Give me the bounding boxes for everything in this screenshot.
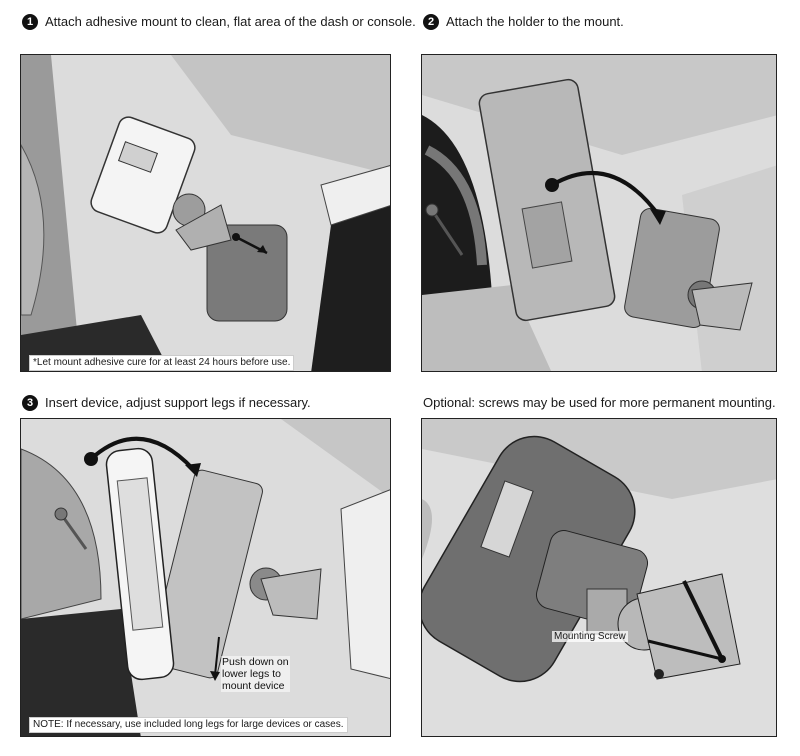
panel-optional-illustration: Mounting Screw: [421, 418, 777, 737]
panel-step-3-illustration: Push down on lower legs to mount device …: [20, 418, 391, 737]
panel-3-note: NOTE: If necessary, use included long le…: [29, 717, 348, 733]
push-down-callout-line-3: mount device: [221, 680, 290, 692]
step-1-drawing: [21, 55, 390, 371]
step-1-header: 1 Attach adhesive mount to clean, flat a…: [22, 14, 416, 30]
panel-step-1-illustration: *Let mount adhesive cure for at least 24…: [20, 54, 391, 372]
push-down-callout-line-2: lower legs to: [221, 668, 290, 680]
optional-header: Optional: screws may be used for more pe…: [423, 395, 776, 411]
step-3-text: Insert device, adjust support legs if ne…: [45, 395, 311, 410]
step-2-drawing: [422, 55, 776, 371]
panel-1-note: *Let mount adhesive cure for at least 24…: [29, 355, 295, 371]
panel-step-2-illustration: [421, 54, 777, 372]
step-3-number: 3: [22, 395, 38, 411]
step-2-text: Attach the holder to the mount.: [446, 14, 624, 29]
step-1-text: Attach adhesive mount to clean, flat are…: [45, 14, 416, 29]
step-3-drawing: [21, 419, 390, 736]
optional-text: Optional: screws may be used for more pe…: [423, 395, 776, 410]
optional-drawing: [422, 419, 776, 736]
step-3-header: 3 Insert device, adjust support legs if …: [22, 395, 311, 411]
step-2-number: 2: [423, 14, 439, 30]
step-2-header: 2 Attach the holder to the mount.: [423, 14, 624, 30]
mounting-screw-label: Mounting Screw: [552, 631, 628, 642]
step-1-number: 1: [22, 14, 38, 30]
push-down-callout-line-1: Push down on: [221, 656, 290, 668]
push-down-callout: Push down on lower legs to mount device: [221, 656, 290, 692]
